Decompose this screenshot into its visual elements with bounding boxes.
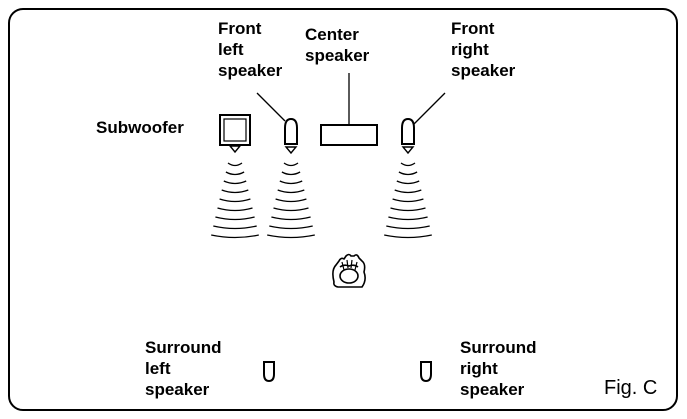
surround-right-label-line-1: Surround xyxy=(460,338,537,357)
sound-wave-arc xyxy=(386,225,430,230)
sound-wave-arc xyxy=(273,207,309,212)
sound-wave-arc xyxy=(281,171,301,176)
sound-wave-arc xyxy=(388,216,428,221)
front-left-speaker-label: Front left speaker xyxy=(218,18,282,81)
subwoofer-sound-waves xyxy=(211,162,259,239)
sound-wave-arc xyxy=(275,198,307,203)
front-right-speaker-icon xyxy=(401,117,415,155)
sound-wave-arc xyxy=(225,171,245,176)
front-left-label-line-1: Front xyxy=(218,19,262,38)
sound-wave-arc xyxy=(271,216,311,221)
center-speaker-icon xyxy=(320,124,378,146)
surround-left-label-line-1: Surround xyxy=(145,338,222,357)
sound-wave-arc xyxy=(227,162,243,167)
surround-right-speaker-icon xyxy=(420,361,432,383)
sound-wave-arc xyxy=(215,216,255,221)
sound-wave-arc xyxy=(223,180,247,185)
front-left-sound-waves xyxy=(267,162,315,239)
sound-wave-arc xyxy=(392,198,424,203)
subwoofer-icon xyxy=(219,114,251,154)
figure-caption: Fig. C xyxy=(604,377,658,399)
front-right-label-line-1: Front xyxy=(451,19,495,38)
surround-left-speaker-label: Surround left speaker xyxy=(145,337,222,400)
front-right-label-line-3: speaker xyxy=(451,61,516,80)
figure-border xyxy=(8,8,678,411)
surround-left-speaker-icon xyxy=(263,361,275,383)
front-right-speaker-label: Front right speaker xyxy=(451,18,515,81)
sound-wave-arc xyxy=(267,234,315,239)
front-right-sound-waves xyxy=(384,162,432,239)
sound-wave-arc xyxy=(394,189,422,194)
sound-wave-arc xyxy=(211,234,259,239)
sound-wave-arc xyxy=(277,189,305,194)
center-speaker-label: Center speaker xyxy=(305,24,369,66)
center-label-line-1: Center xyxy=(305,25,359,44)
front-left-label-line-3: speaker xyxy=(218,61,283,80)
surround-left-label-line-3: speaker xyxy=(145,380,210,399)
sound-wave-arc xyxy=(217,207,253,212)
surround-right-label-line-2: right xyxy=(460,359,498,378)
sound-wave-arc xyxy=(269,225,313,230)
subwoofer-label: Subwoofer xyxy=(96,118,184,137)
sound-wave-arc xyxy=(398,171,418,176)
front-left-speaker-icon xyxy=(284,117,298,155)
center-label-line-2: speaker xyxy=(305,46,370,65)
sound-wave-arc xyxy=(390,207,426,212)
front-right-label-line-2: right xyxy=(451,40,489,59)
surround-left-label-line-2: left xyxy=(145,359,171,378)
surround-right-label-line-3: speaker xyxy=(460,380,525,399)
sound-wave-arc xyxy=(221,189,249,194)
listener-icon xyxy=(332,253,366,288)
front-left-pointer-line xyxy=(256,92,286,122)
sound-wave-arc xyxy=(384,234,432,239)
sound-wave-arc xyxy=(279,180,303,185)
front-left-label-line-2: left xyxy=(218,40,244,59)
sound-wave-arc xyxy=(283,162,299,167)
sound-wave-arc xyxy=(400,162,416,167)
surround-right-speaker-label: Surround right speaker xyxy=(460,337,537,400)
sound-wave-arc xyxy=(213,225,257,230)
sound-wave-arc xyxy=(396,180,420,185)
front-right-pointer-line xyxy=(413,92,446,125)
sound-wave-arc xyxy=(219,198,251,203)
